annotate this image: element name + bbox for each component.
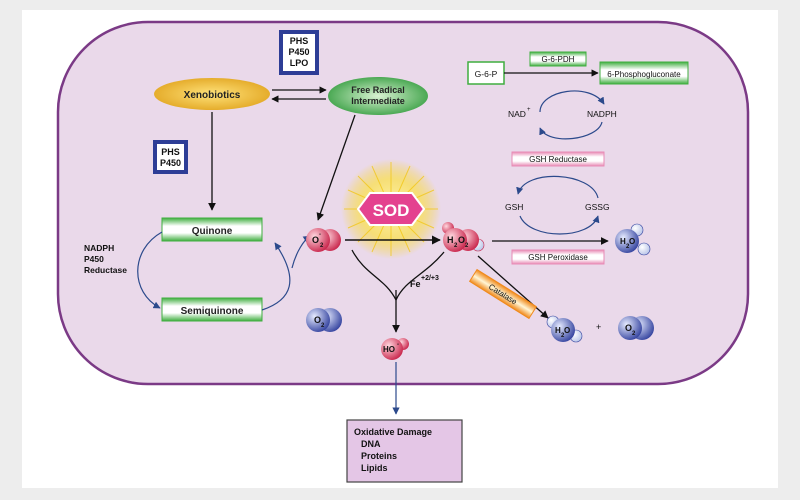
arrow-radical-to-superoxide — [316, 114, 356, 221]
svg-text:Quinone: Quinone — [192, 226, 233, 237]
svg-text:2: 2 — [321, 323, 325, 329]
svg-text:Semiquinone: Semiquinone — [181, 306, 244, 317]
svg-text:Fe: Fe — [410, 279, 421, 289]
svg-text:NAD: NAD — [508, 109, 526, 119]
svg-text:Oxidative Damage: Oxidative Damage — [354, 427, 432, 437]
svg-text:Intermediate: Intermediate — [351, 96, 405, 106]
svg-text:G-6-P: G-6-P — [475, 69, 498, 79]
svg-text:H: H — [447, 235, 454, 245]
nadph-p450-reductase-label: NADPH P450 Reductase — [84, 243, 127, 275]
oxygen-molecule-left: O 2 — [306, 308, 342, 332]
svg-text:+2/+3: +2/+3 — [421, 275, 439, 282]
svg-text:Reductase: Reductase — [84, 265, 127, 275]
svg-text:GSH: GSH — [505, 202, 523, 212]
arrow-quinone-to-semiquinone — [137, 231, 163, 309]
svg-text:2: 2 — [320, 243, 324, 249]
gsh-reductase-enzyme: GSH Reductase — [511, 151, 605, 167]
enzyme-box-phs-p450: PHS P450 — [153, 140, 188, 174]
arrow-peroxide-to-catalase-products — [477, 255, 549, 319]
phosphogluconate-node: 6-Phosphogluconate — [599, 61, 689, 85]
hydroxyl-radical: HO - — [381, 338, 409, 360]
svg-text:HO: HO — [383, 345, 395, 354]
svg-text:O: O — [629, 237, 635, 246]
gsh-peroxidase-enzyme: GSH Peroxidase — [511, 249, 605, 265]
peroxide-molecule: H 2 O 2 — [442, 222, 485, 252]
svg-text:H: H — [555, 326, 561, 335]
water-molecule-lower: H 2 O — [546, 315, 583, 343]
svg-text:NADPH: NADPH — [587, 109, 617, 119]
svg-text:O: O — [314, 315, 321, 325]
svg-text:P450: P450 — [84, 254, 104, 264]
semiquinone-node: Semiquinone — [161, 297, 263, 322]
svg-text:GSH Reductase: GSH Reductase — [529, 155, 587, 164]
svg-text:-: - — [319, 232, 321, 238]
oxidative-damage-box: Oxidative Damage DNA Proteins Lipids — [346, 419, 463, 483]
svg-text:NADPH: NADPH — [84, 243, 114, 253]
svg-text:2: 2 — [561, 333, 565, 339]
svg-text:2: 2 — [465, 243, 469, 249]
g6pdh-enzyme: G-6-PDH — [529, 51, 587, 67]
arrow-superoxide-to-fenton — [351, 249, 397, 301]
svg-text:P450: P450 — [288, 47, 309, 57]
iron-label: Fe +2/+3 — [410, 275, 439, 289]
g6p-node: G-6-P — [467, 61, 505, 85]
svg-text:O: O — [312, 235, 319, 245]
enzyme-box-phs-p450-lpo: PHS P450 LPO — [279, 30, 319, 75]
arrow-peroxide-to-fenton — [395, 251, 445, 301]
svg-text:PHS: PHS — [161, 147, 180, 157]
svg-text:SOD: SOD — [373, 201, 410, 220]
svg-text:LPO: LPO — [290, 58, 309, 68]
glutathione-cycle: GSH GSSG — [505, 175, 610, 235]
svg-text:P450: P450 — [160, 158, 181, 168]
sod-enzyme: SOD — [341, 159, 441, 259]
svg-text:G-6-PDH: G-6-PDH — [542, 55, 575, 64]
water-molecule-right: H 2 O — [615, 223, 651, 256]
xenobiotics-node: Xenobiotics — [154, 78, 270, 110]
svg-text:O: O — [458, 235, 465, 245]
svg-text:H: H — [620, 237, 626, 246]
svg-text:GSSG: GSSG — [585, 202, 610, 212]
free-radical-node: Free Radical Intermediate — [328, 77, 428, 115]
svg-text:6-Phosphogluconate: 6-Phosphogluconate — [607, 70, 681, 79]
svg-text:+: + — [527, 107, 531, 113]
plus-sign: + — [596, 322, 601, 332]
quinone-node: Quinone — [161, 217, 263, 242]
svg-text:-: - — [397, 342, 399, 348]
nadph-cycle: NAD + NADPH — [508, 90, 617, 140]
svg-text:2: 2 — [626, 244, 630, 250]
svg-text:2: 2 — [454, 243, 458, 249]
svg-text:O: O — [564, 326, 570, 335]
svg-text:Xenobiotics: Xenobiotics — [184, 90, 241, 101]
svg-text:DNA: DNA — [361, 439, 381, 449]
svg-text:Lipids: Lipids — [361, 463, 388, 473]
svg-text:Proteins: Proteins — [361, 451, 397, 461]
arrow-semiquinone-to-quinone — [261, 242, 291, 311]
svg-text:GSH Peroxidase: GSH Peroxidase — [528, 253, 588, 262]
oxygen-molecule-right: O 2 — [618, 316, 654, 340]
svg-text:PHS: PHS — [290, 36, 309, 46]
superoxide-molecule: O - 2 — [306, 228, 341, 252]
svg-text:O: O — [625, 323, 632, 333]
svg-text:2: 2 — [632, 331, 636, 337]
svg-text:Free Radical: Free Radical — [351, 85, 405, 95]
